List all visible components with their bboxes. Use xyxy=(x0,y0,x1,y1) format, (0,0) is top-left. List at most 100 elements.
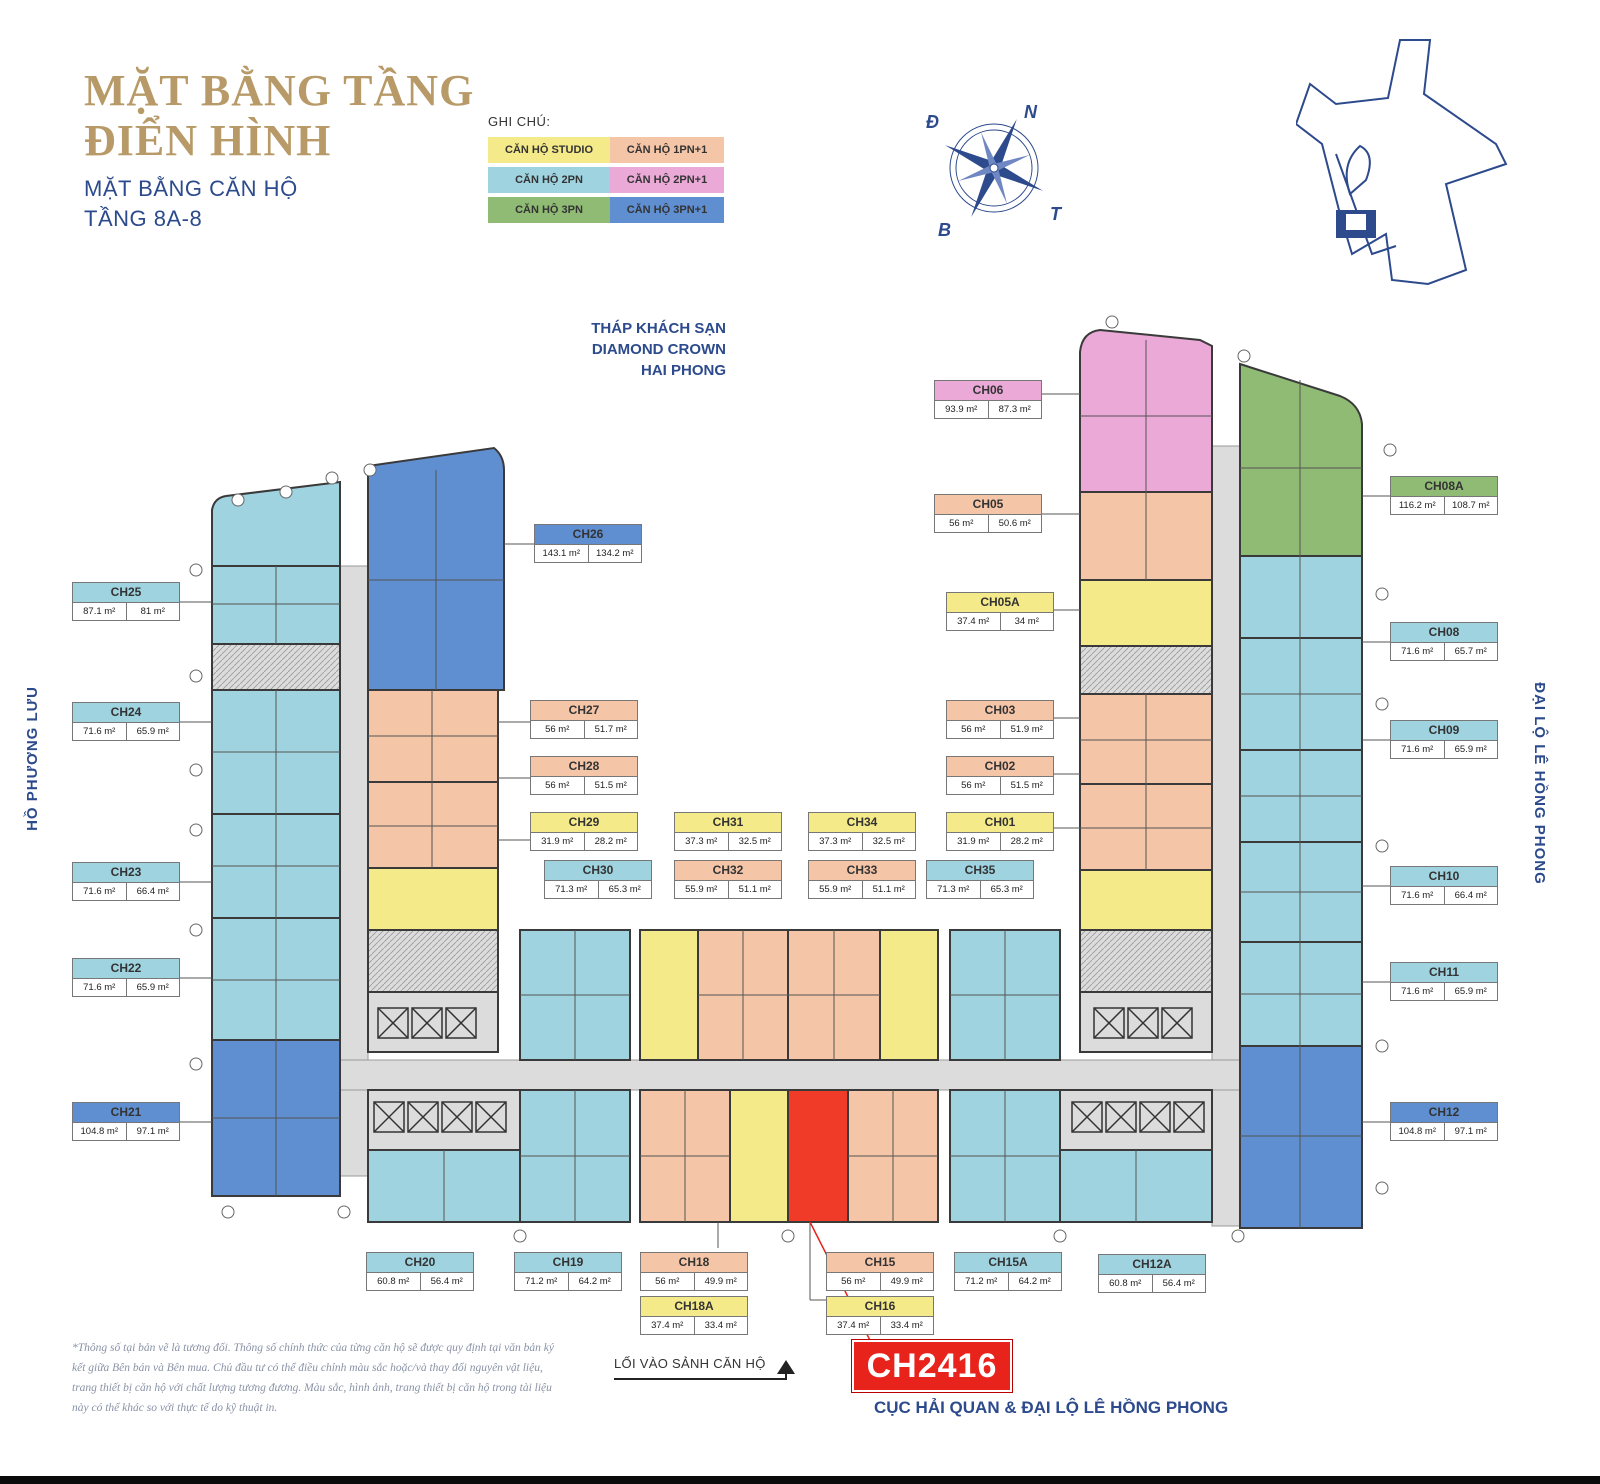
bottom-border xyxy=(0,1476,1600,1484)
right-side-label: ĐẠI LỘ LÊ HỒNG PHONG xyxy=(1530,682,1548,885)
unit-area-gross: 143.1 m² xyxy=(542,548,581,559)
unit-area-net: 65.9 m² xyxy=(1443,983,1498,1000)
unit-area-net: 97.1 m² xyxy=(125,1123,180,1140)
unit-area-net: 65.9 m² xyxy=(125,979,180,996)
unit-area-gross: 71.3 m² xyxy=(555,884,588,895)
unit-areas: 71.6 m² 65.9 m² xyxy=(73,979,179,996)
unit-area-gross: 116.2 m² xyxy=(1398,500,1436,511)
unit-name: CH32 xyxy=(675,861,781,881)
hotel-label-line-3: HAI PHONG xyxy=(640,362,726,379)
room-partitions xyxy=(212,340,1362,1228)
unit-area-gross: 104.8 m² xyxy=(1398,1126,1437,1137)
unit-area-net: 64.2 m² xyxy=(567,1273,622,1290)
unit-name: CH24 xyxy=(73,703,179,723)
unit-area-gross: 55.9 m² xyxy=(685,884,718,895)
unit-area-gross: 56 m² xyxy=(949,518,974,529)
right-elevators xyxy=(1071,1007,1205,1133)
unit-area-gross: 37.4 m² xyxy=(651,1320,684,1331)
unit-area-gross: 71.6 m² xyxy=(1401,986,1434,997)
unit-area-gross: 56 m² xyxy=(655,1276,680,1287)
site-plan-icon xyxy=(1296,39,1508,286)
unit-area-gross: 71.3 m² xyxy=(937,884,970,895)
unit-name: CH18 xyxy=(641,1253,747,1273)
unit-area-gross: 71.2 m² xyxy=(965,1276,998,1287)
unit-name: CH34 xyxy=(809,813,915,833)
unit-name: CH35 xyxy=(927,861,1033,881)
unit-area-net: 51.1 m² xyxy=(861,881,916,898)
unit-name: CH19 xyxy=(515,1253,621,1273)
unit-name: CH25 xyxy=(73,583,179,603)
unit-area-net: 51.9 m² xyxy=(999,721,1054,738)
unit-areas: 104.8 m² 97.1 m² xyxy=(73,1123,179,1140)
unit-name: CH18A xyxy=(641,1297,747,1317)
unit-area-gross: 56 m² xyxy=(545,724,570,735)
unit-name: CH08A xyxy=(1391,477,1497,497)
unit-area-gross: 87.1 m² xyxy=(83,606,116,617)
unit-area-gross: 37.3 m² xyxy=(685,836,718,847)
unit-name: CH31 xyxy=(675,813,781,833)
compass-d: Đ xyxy=(926,112,939,132)
unit-area-gross: 71.6 m² xyxy=(1401,744,1434,755)
hotel-label-line-2: DIAMOND CROWN xyxy=(591,341,726,358)
bottom-road-label: CỤC HẢI QUAN & ĐẠI LỘ LÊ HỒNG PHONG xyxy=(874,1398,1229,1417)
entrance-stem xyxy=(785,1372,787,1380)
unit-area-gross: 71.6 m² xyxy=(83,982,116,993)
unit-name: CH20 xyxy=(367,1253,473,1273)
compass-rose-icon: N Đ B T xyxy=(926,102,1063,240)
unit-area-gross: 56 m² xyxy=(841,1276,866,1287)
unit-area-gross: 71.6 m² xyxy=(83,886,116,897)
unit-name: CH28 xyxy=(531,757,637,777)
unit-name: CH27 xyxy=(531,701,637,721)
hotel-label-line-1: THÁP KHÁCH SẠN xyxy=(591,320,726,337)
unit-area-net: 65.3 m² xyxy=(597,881,652,898)
highlighted-unit xyxy=(787,1089,849,1223)
unit-area-net: 28.2 m² xyxy=(583,833,638,850)
unit-name: CH15 xyxy=(827,1253,933,1273)
unit-area-net: 87.3 m² xyxy=(987,401,1042,418)
unit-area-net: 51.1 m² xyxy=(727,881,782,898)
unit-name: CH12 xyxy=(1391,1103,1497,1123)
unit-areas: 71.3 m² 65.3 m² xyxy=(545,881,651,898)
unit-tag-ch21: CH21 104.8 m² 97.1 m² xyxy=(72,1102,180,1141)
subtitle-line-2: TẦNG 8A-8 xyxy=(84,206,203,231)
unit-name: CH21 xyxy=(73,1103,179,1123)
unit-area-net: 65.9 m² xyxy=(125,723,180,740)
unit-name: CH06 xyxy=(935,381,1041,401)
unit-name: CH22 xyxy=(73,959,179,979)
unit-area-gross: 71.6 m² xyxy=(1401,646,1434,657)
unit-area-net: 56.4 m² xyxy=(1151,1275,1206,1292)
unit-area-gross: 104.8 m² xyxy=(80,1126,119,1137)
unit-area-gross: 37.4 m² xyxy=(837,1320,870,1331)
subtitle-line-1: MẶT BẰNG CĂN HỘ xyxy=(84,176,298,201)
legend-item: CĂN HỘ 3PN xyxy=(488,197,610,223)
highlight-unit-tag: CH2416 xyxy=(851,1339,1013,1393)
unit-name: CH08 xyxy=(1391,623,1497,643)
